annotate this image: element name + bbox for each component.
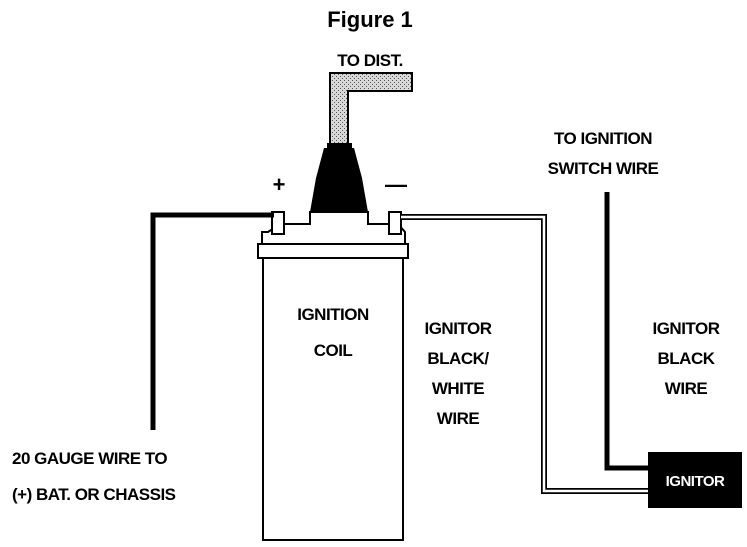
ignition-coil <box>257 243 409 541</box>
distributor-lead <box>329 72 413 146</box>
ignitor-module-label: IGNITOR <box>666 473 725 490</box>
ignitor-module <box>648 452 742 508</box>
plus-sign: + <box>273 172 286 197</box>
bw-wire-label-line3: WHITE <box>432 379 484 398</box>
minus-sign: — <box>385 172 407 197</box>
ignition-switch-label-line1: TO IGNITION <box>554 129 652 148</box>
ignitor-black-wire <box>604 192 648 471</box>
gauge-wire-label-line2: (+) BAT. OR CHASSIS <box>12 485 176 504</box>
coil-label-line2: COIL <box>314 341 353 360</box>
figure-title: Figure 1 <box>327 7 413 32</box>
negative-terminal <box>388 211 402 235</box>
coil-cap <box>261 211 406 245</box>
black-wire-label-line1: IGNITOR <box>652 319 719 338</box>
to-distributor-label: TO DIST. <box>337 51 403 70</box>
gauge-wire-label-line1: 20 GAUGE WIRE TO <box>12 449 167 468</box>
black-wire-label-line3: WIRE <box>665 379 708 398</box>
bw-wire-label-line1: IGNITOR <box>424 319 491 338</box>
bw-wire-label-line4: WIRE <box>437 409 480 428</box>
ignition-switch-label-line2: SWITCH WIRE <box>548 159 659 178</box>
coil-tower-boot <box>310 143 368 212</box>
ignitor-black-white-wire <box>401 214 648 494</box>
bw-wire-label-line2: BLACK/ <box>427 349 489 368</box>
gauge-20-wire <box>150 212 274 430</box>
positive-terminal <box>271 211 285 235</box>
black-wire-label-line2: BLACK <box>658 349 716 368</box>
coil-label-line1: IGNITION <box>297 305 369 324</box>
